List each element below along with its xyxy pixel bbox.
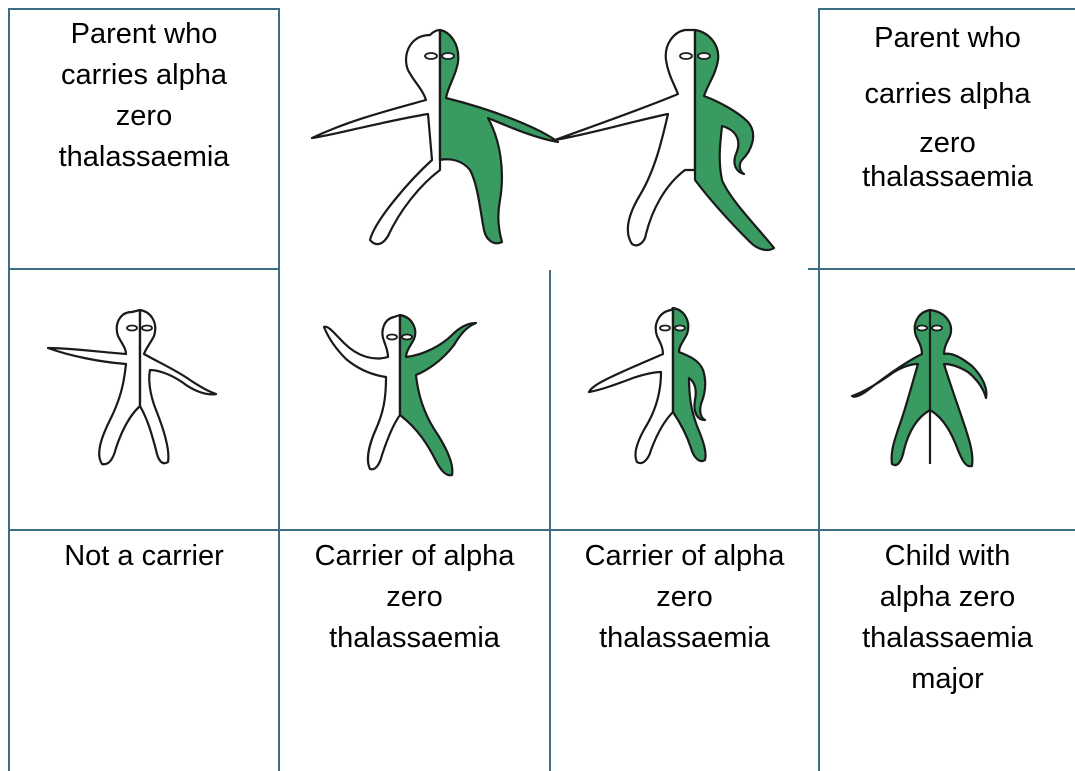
- parent-left-figure: [312, 30, 558, 244]
- grid-row1-right: [808, 268, 1075, 270]
- outcome-label-carrier-2: Carrier of alpha zero thalassaemia: [551, 536, 818, 659]
- child-figure-carrier-2: [585, 300, 785, 480]
- grid-col2: [549, 270, 551, 771]
- outcome-label-carrier-1: Carrier of alpha zero thalassaemia: [280, 536, 549, 659]
- grid-top-left: [8, 8, 278, 10]
- grid-top-right: [818, 8, 1075, 10]
- grid-row1-left: [8, 268, 280, 270]
- parents-illustration: [290, 10, 820, 270]
- child-figure-affected: [850, 300, 1050, 480]
- child-figure-carrier-1: [314, 305, 514, 485]
- outcome-label-not-carrier: Not a carrier: [10, 536, 278, 577]
- parent-right-label: Parent who carries alpha zero thalassaem…: [820, 14, 1075, 194]
- outcome-label-affected: Child with alpha zero thalassaemia major: [820, 536, 1075, 700]
- grid-row2: [8, 529, 1075, 531]
- child-figure-not-carrier: [40, 300, 240, 480]
- parent-right-figure: [555, 30, 774, 250]
- parent-left-label: Parent who carries alpha zero thalassaem…: [10, 14, 278, 178]
